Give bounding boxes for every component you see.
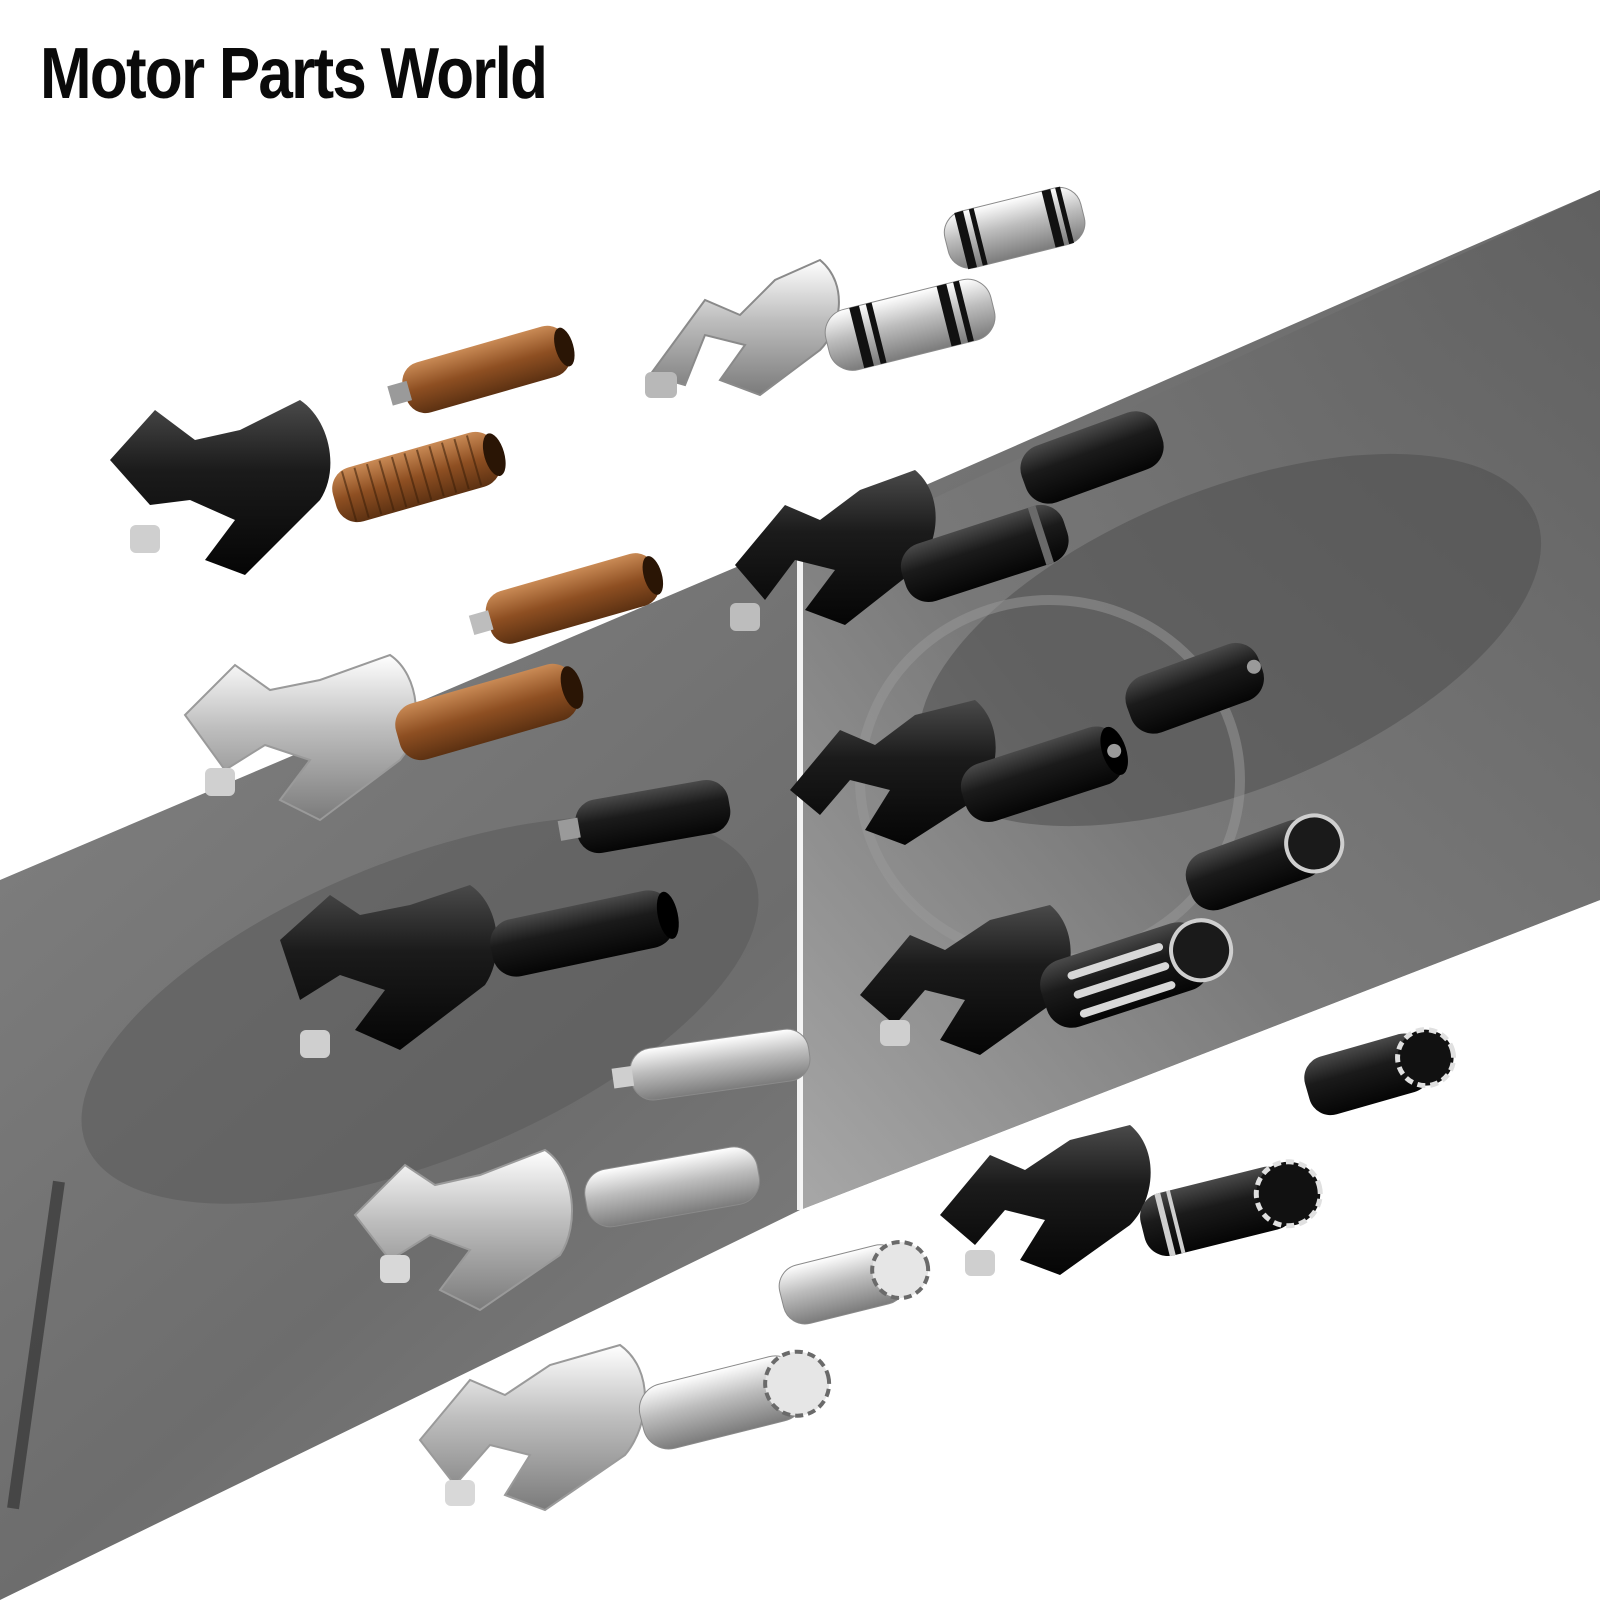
footpeg-kit-chrome-bronze [183, 553, 664, 822]
footpeg-kit-black-ringed [790, 642, 1264, 845]
brand-title: Motor Parts World [40, 34, 548, 114]
footpeg-kit-chrome-ringed [645, 186, 1086, 398]
footpeg-kit-chrome-ribbed [353, 1028, 811, 1312]
footpeg-kit-black-slotted [860, 813, 1345, 1055]
footpeg-kit-black-bronze [110, 325, 575, 575]
footpeg-kit-black-ribbed [280, 779, 731, 1058]
footpeg-kit-black-grooved [730, 411, 1164, 631]
footpeg-kit-black-edge-cut [940, 1027, 1457, 1276]
footpeg-kit-chrome-edge-cut [418, 1240, 931, 1512]
